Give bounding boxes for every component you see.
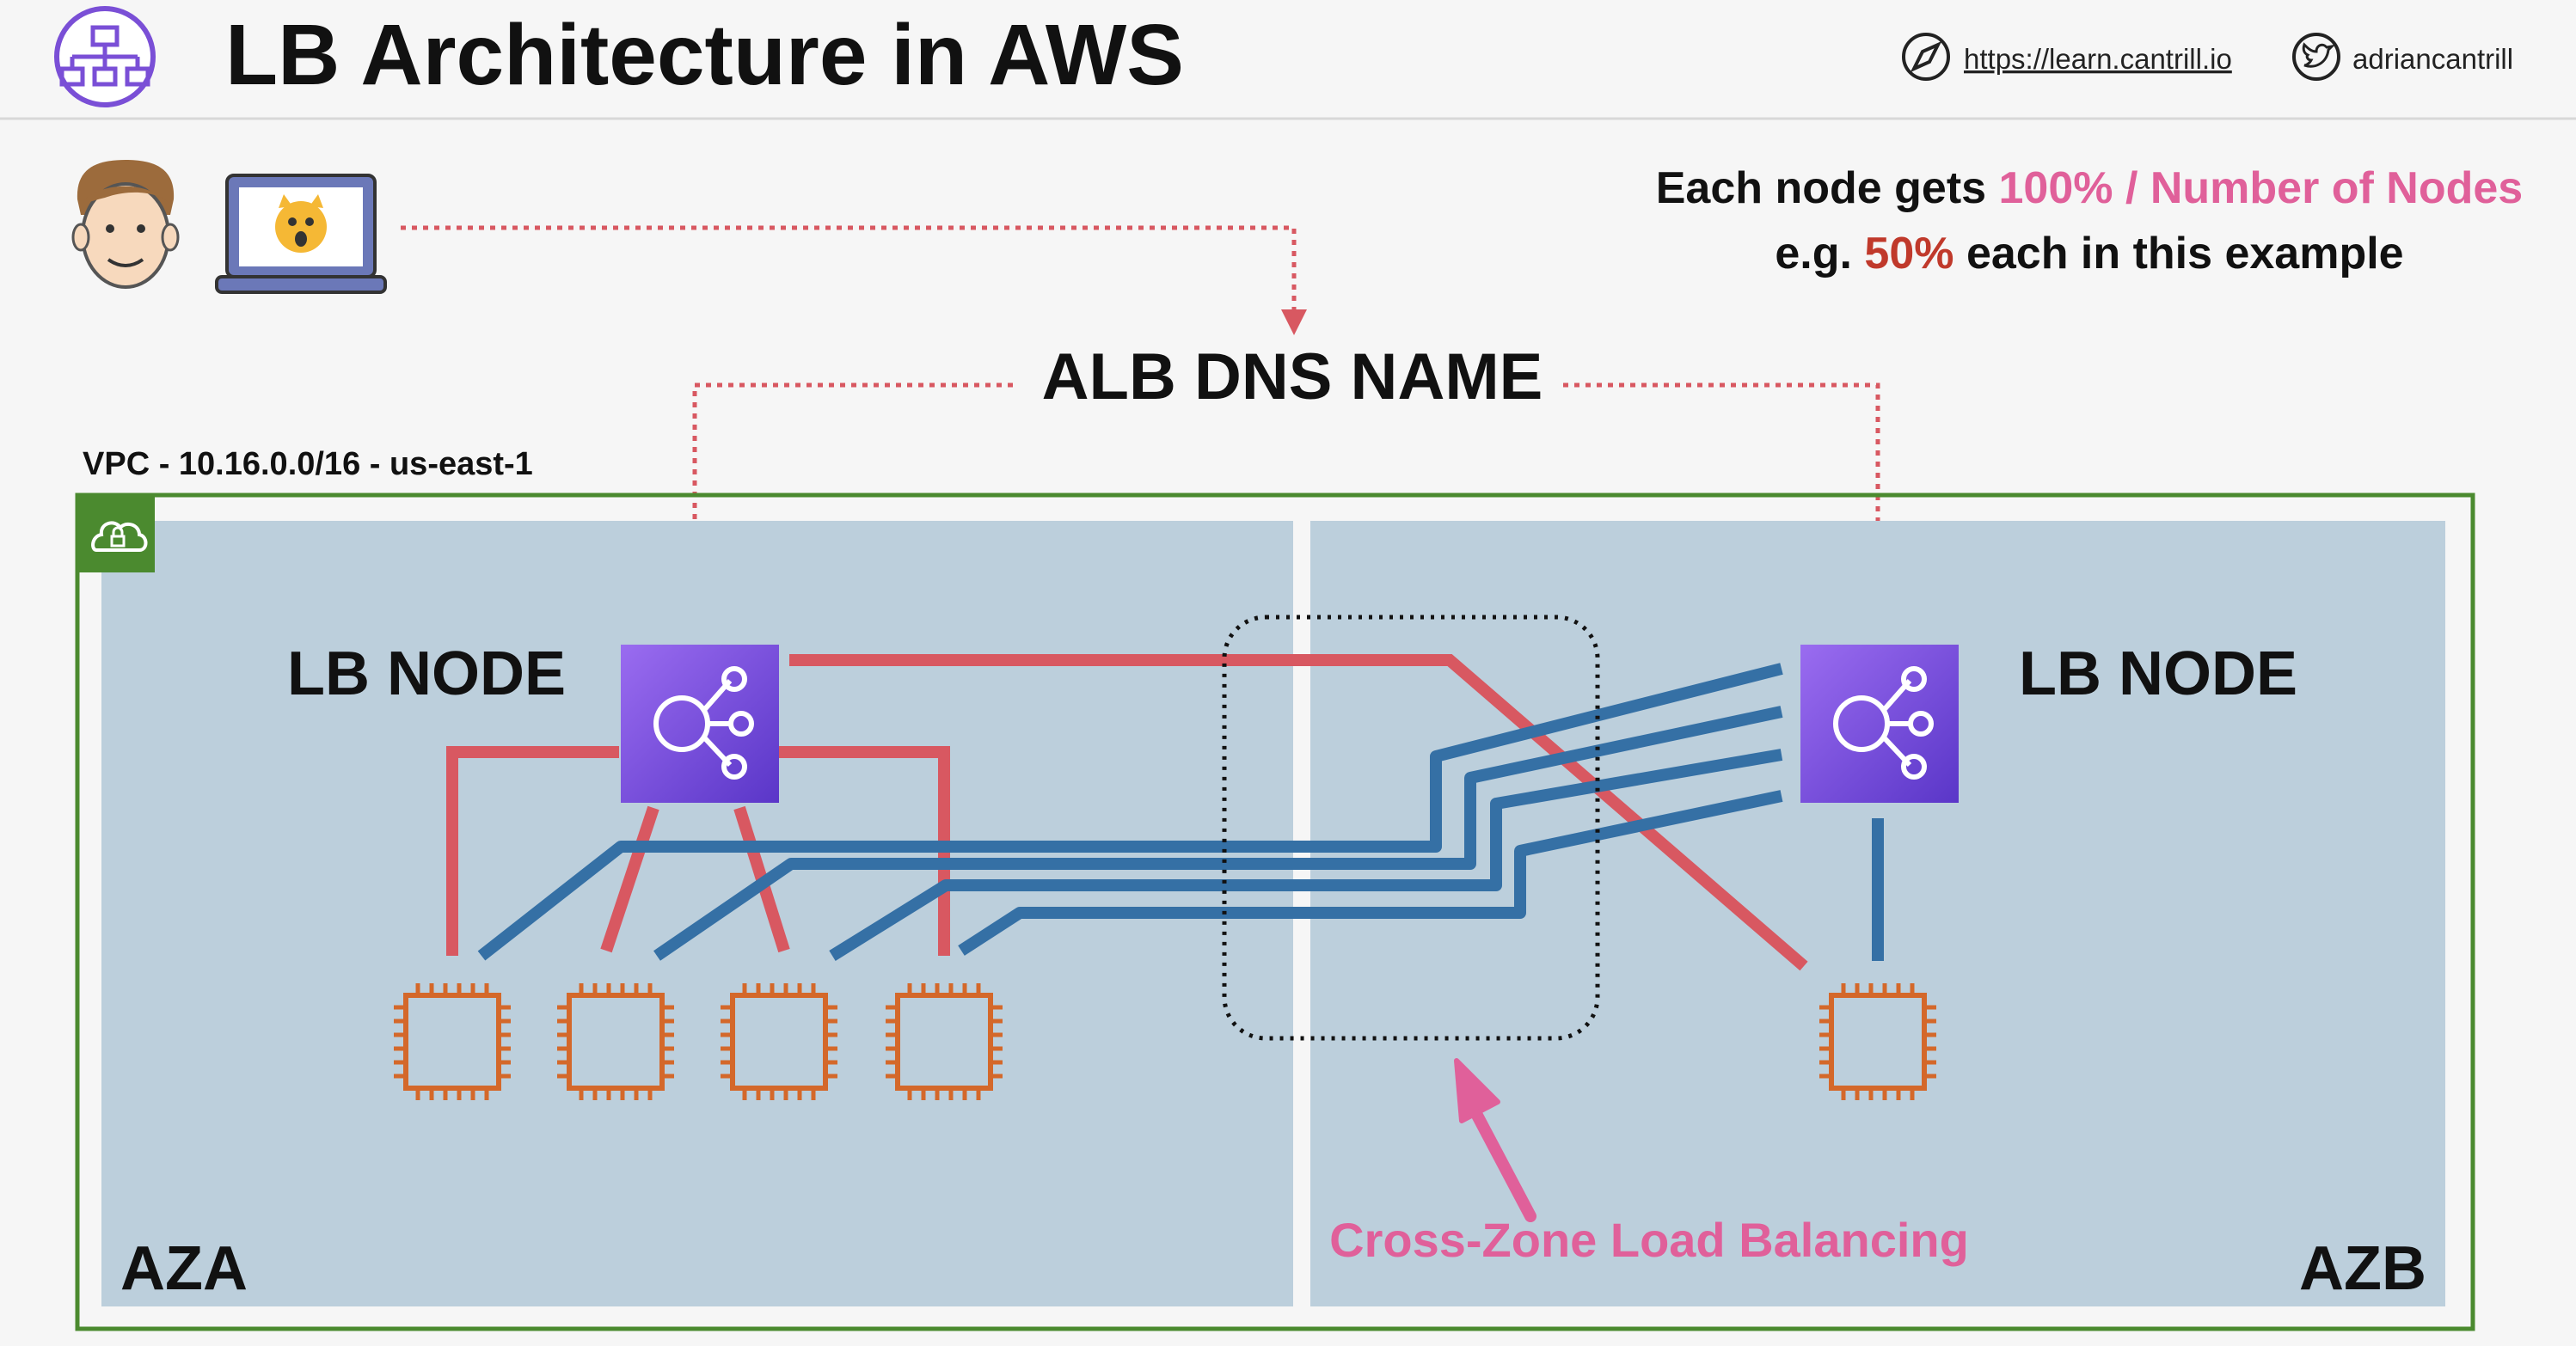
ec2-instances [394, 983, 1936, 1100]
twitter-icon [2292, 33, 2340, 81]
link-node-a-to-instance-5 [789, 654, 1808, 971]
link-node-a-to-instance-2 [600, 805, 659, 953]
load-balancer-icon [1800, 645, 1959, 803]
ec2-instance-icon [721, 983, 837, 1100]
load-balancer-node-a: LB NODE [287, 639, 779, 803]
dns-to-node-a-arrow [682, 382, 1013, 638]
load-balancer-icon [621, 645, 779, 803]
ec2-instance-icon [1819, 983, 1936, 1100]
note-line-2: e.g. 50% each in this example [1775, 229, 2403, 278]
user-avatar [71, 160, 180, 289]
vpc-label: VPC - 10.16.0.0/16 - us-east-1 [83, 446, 533, 482]
az-b-label: AZB [2299, 1234, 2426, 1303]
ec2-instance-icon [557, 983, 674, 1100]
cross-zone-load-balancing-label: Cross-Zone Load Balancing [1329, 1213, 1969, 1267]
ec2-instance-icon [394, 983, 511, 1100]
client-request-arrow [401, 225, 1307, 335]
vpc-lock-cloud-icon [79, 497, 155, 572]
diagram-icon [54, 6, 156, 107]
header: LB Architecture in AWS https://learn.can… [0, 6, 2576, 120]
node-b-connections [477, 663, 1884, 961]
alb-dns-name-label: ALB DNS NAME [1042, 340, 1543, 413]
link-node-b-to-instance-2 [653, 706, 1783, 961]
website-link[interactable]: https://learn.cantrill.io [1964, 43, 2232, 75]
distribution-note: Each node gets 100% / Number of Nodes e.… [1656, 163, 2523, 278]
note-line-1: Each node gets 100% / Number of Nodes [1656, 163, 2523, 213]
lb-node-b-label: LB NODE [2019, 639, 2297, 708]
cross-zone-pointer-arrow [1454, 1058, 1536, 1222]
laptop-icon [215, 174, 387, 294]
cross-zone-highlight [1222, 615, 1600, 1041]
link-node-b-to-instance-1 [477, 663, 1783, 961]
ec2-instance-icon [886, 983, 1003, 1100]
page-title: LB Architecture in AWS [225, 7, 1184, 103]
compass-icon [1902, 33, 1950, 81]
link-node-b-to-instance-4 [958, 790, 1783, 956]
az-a-label: AZA [120, 1234, 248, 1303]
lb-node-a-label: LB NODE [287, 639, 566, 708]
vpc-boundary [75, 493, 2475, 1331]
link-node-a-to-instance-1 [446, 746, 619, 956]
load-balancer-node-b: LB NODE [1800, 639, 2297, 803]
twitter-handle[interactable]: adriancantrill [2352, 43, 2513, 75]
link-node-b-to-instance-3 [829, 749, 1783, 961]
